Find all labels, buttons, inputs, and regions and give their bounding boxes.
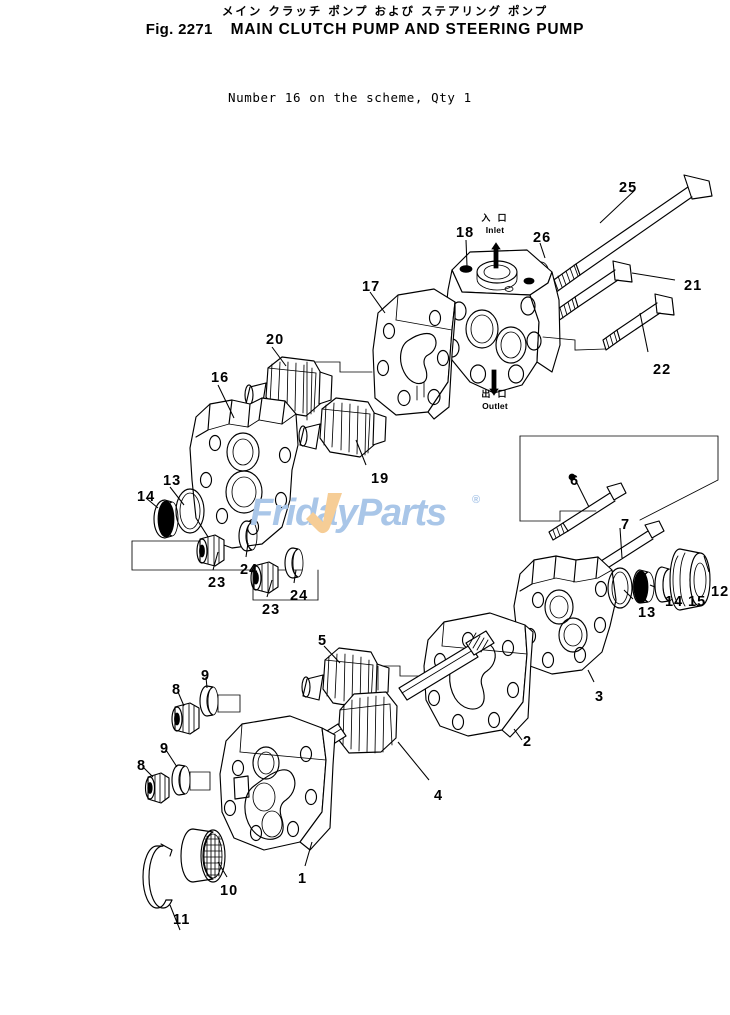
part-1-pump-mounting-body <box>219 715 336 867</box>
part-9-seal-a <box>199 676 241 717</box>
part-25-long-bolt <box>543 174 713 299</box>
callout-number-6a: 6 <box>570 473 580 489</box>
part-17-gear-housing <box>306 288 456 420</box>
assembly-bracket-right <box>519 435 719 522</box>
part-19-driven-gear <box>298 361 387 466</box>
part-2-gear-housing <box>377 612 534 741</box>
part-13-o-ring-right <box>607 567 634 609</box>
part-24-seal-a <box>238 520 258 558</box>
part-14-seal-left <box>145 497 179 539</box>
callout-number-25: 25 <box>619 180 638 196</box>
callout-number-18: 18 <box>456 225 475 241</box>
callout-number-4: 4 <box>434 788 444 804</box>
callout-number-16: 16 <box>211 370 230 386</box>
callout-number-7: 7 <box>621 517 631 533</box>
outlet-label-en: Outlet <box>482 401 508 411</box>
part-13-o-ring-left <box>169 486 205 534</box>
page-header: メイン クラッチ ポンプ および ステアリング ポンプ Fig. 2271 MAI… <box>0 0 730 40</box>
part-23-bushing-b <box>250 561 279 598</box>
part-18-cover-body <box>443 239 606 396</box>
callout-number-5: 5 <box>318 633 328 649</box>
figure-number: Fig. 2271 <box>145 21 213 38</box>
inlet-label-jp: 入 口 <box>481 214 509 224</box>
part-24-seal-b <box>284 547 304 584</box>
callout-number-24a: 24 <box>240 562 259 578</box>
outlet-label-jp: 出 口 <box>481 390 509 400</box>
part-16-pump-body <box>189 384 299 549</box>
inlet-label-en: Inlet <box>485 225 505 235</box>
callout-number-15: 15 <box>688 594 707 610</box>
title-row: Fig. 2271 MAIN CLUTCH PUMP AND STEERING P… <box>0 19 730 40</box>
callout-number-8b: 8 <box>137 758 147 774</box>
callout-number-23a: 23 <box>208 575 227 591</box>
part-8-bushing-a <box>171 691 200 735</box>
inlet-port-label: 入 口 Inlet <box>472 214 518 235</box>
callout-number-9a: 9 <box>201 668 211 684</box>
callout-number-12: 12 <box>711 584 730 600</box>
callout-number-24b: 24 <box>290 588 309 604</box>
callout-number-8a: 8 <box>172 682 182 698</box>
part-6-bolt <box>548 473 627 541</box>
japanese-title: メイン クラッチ ポンプ および ステアリング ポンプ <box>221 4 549 18</box>
callout-number-14a: 14 <box>137 489 156 505</box>
callout-number-23b: 23 <box>262 602 281 618</box>
callout-number-26: 26 <box>533 230 552 246</box>
english-title: MAIN CLUTCH PUMP AND STEERING PUMP <box>230 21 585 38</box>
callout-number-10: 10 <box>220 883 239 899</box>
callout-number-17: 17 <box>362 279 381 295</box>
part-10-bushing <box>180 828 228 883</box>
callout-number-14b: 14 <box>665 594 684 610</box>
callout-number-20: 20 <box>266 332 285 348</box>
callout-number-13a: 13 <box>163 473 182 489</box>
part-11-snap-ring <box>142 843 181 931</box>
part-12-bearing <box>669 548 711 611</box>
callout-number-22: 22 <box>653 362 672 378</box>
callout-number-11: 11 <box>173 912 191 928</box>
callout-number-3: 3 <box>595 689 605 705</box>
callout-number-9b: 9 <box>160 741 170 757</box>
outlet-port-label: 出 口 Outlet <box>470 390 520 411</box>
part-22-bolt <box>602 293 675 353</box>
part-14-seal-right <box>632 569 663 604</box>
part-8-bushing-b <box>143 767 170 804</box>
callout-number-21: 21 <box>684 278 703 294</box>
callout-number-13b: 13 <box>638 605 657 621</box>
part-23-bushing-a <box>196 534 225 571</box>
scheme-subtitle: Number 16 on the scheme, Qty 1 <box>228 90 472 105</box>
callout-number-1: 1 <box>298 871 308 887</box>
callout-number-19: 19 <box>371 471 390 487</box>
callout-number-2: 2 <box>523 734 533 750</box>
part-9-seal-b <box>165 749 211 796</box>
